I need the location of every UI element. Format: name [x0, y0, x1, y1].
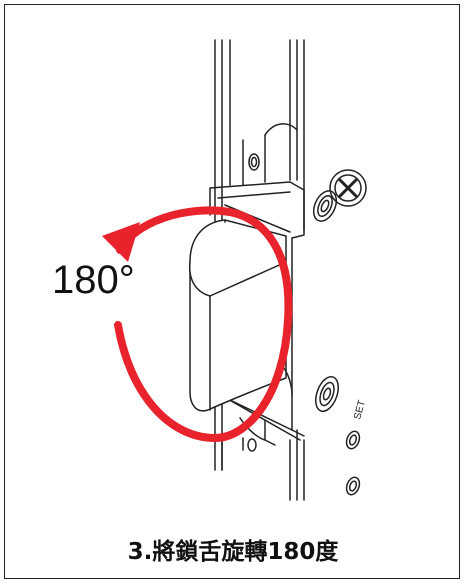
mounting-hole-lower — [315, 375, 339, 413]
latch-tongue — [188, 219, 287, 412]
set-button-icon — [345, 430, 361, 450]
lower-trim — [239, 365, 293, 452]
rotation-angle-label: 180° — [52, 258, 135, 302]
upper-slot — [242, 123, 298, 186]
small-hole — [345, 476, 361, 496]
mounting-hole-upper — [312, 190, 338, 222]
rotation-arrow-icon — [102, 206, 293, 443]
phillips-screw-icon — [329, 169, 367, 207]
step-caption: 3.將鎖舌旋轉180度 — [127, 539, 339, 565]
set-label: SET — [352, 399, 368, 421]
